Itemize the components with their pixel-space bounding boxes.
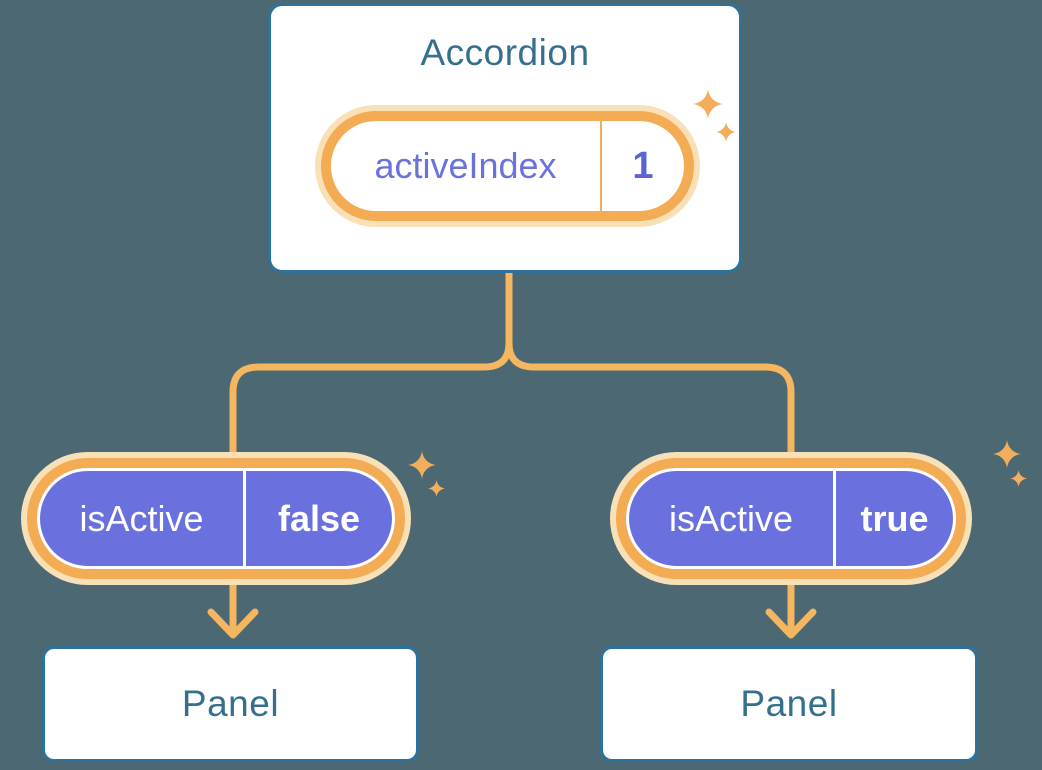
sparkle-large-icon <box>993 440 1021 468</box>
state-pill: activeIndex 1 <box>321 111 694 221</box>
panel-card-right: Panel <box>600 646 978 762</box>
prop-name: isActive <box>79 497 204 539</box>
prop-value: false <box>277 497 361 539</box>
sparkle-large-icon <box>408 451 436 479</box>
sparkle-small-icon <box>1010 470 1027 487</box>
prop-pill-right: isActive true <box>626 468 956 569</box>
state-value: 1 <box>632 144 654 187</box>
sparkle-large-icon <box>693 89 723 119</box>
connector-left-branch <box>229 268 513 637</box>
prop-name: isActive <box>668 497 794 539</box>
panel-label: Panel <box>740 683 838 724</box>
pill-divider <box>243 471 246 566</box>
arrowhead-right-icon <box>765 608 817 639</box>
state-name: activeIndex <box>374 145 557 186</box>
arrowhead-left-icon <box>207 608 259 639</box>
sparkle-small-icon <box>716 122 736 142</box>
pill-divider <box>833 471 836 566</box>
panel-card-left: Panel <box>42 646 419 762</box>
prop-value: true <box>860 497 929 539</box>
accordion-title: Accordion <box>420 32 590 73</box>
pill-divider <box>600 121 602 211</box>
connector-right-branch <box>505 268 795 637</box>
sparkle-small-icon <box>428 480 445 497</box>
panel-label: Panel <box>181 683 280 724</box>
prop-pill-left: isActive false <box>37 468 395 569</box>
